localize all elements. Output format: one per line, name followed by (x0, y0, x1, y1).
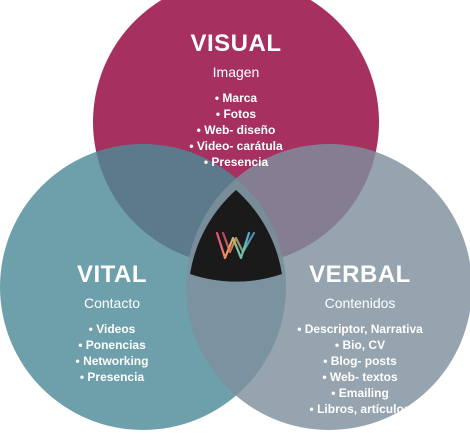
list-item: Videos (42, 321, 182, 337)
vital-title: VITAL (76, 261, 148, 288)
w-logo-icon (215, 231, 256, 260)
visual-subtitle: Imagen (212, 64, 260, 80)
list-item: Video- carátula (156, 138, 316, 154)
list-item: Networking (42, 353, 182, 369)
verbal-section: VERBAL Contenidos Descriptor, Narrativa … (270, 261, 450, 417)
verbal-title: VERBAL (309, 261, 411, 288)
visual-section: VISUAL Imagen Marca Fotos Web- diseño Vi… (156, 30, 316, 170)
verbal-list: Descriptor, Narrativa Bio, CV Blog- post… (270, 321, 450, 417)
list-item: Bio, CV (270, 337, 450, 353)
list-item: Blog- posts (270, 353, 450, 369)
vital-subtitle: Contacto (83, 295, 141, 311)
list-item: Presencia (156, 154, 316, 170)
list-item: Presencia (42, 369, 182, 385)
vital-list: Videos Ponencias Networking Presencia (42, 321, 182, 385)
list-item: Ponencias (42, 337, 182, 353)
list-item: Web- textos (270, 369, 450, 385)
vital-section: VITAL Contacto Videos Ponencias Networki… (42, 261, 182, 385)
center-intersection (190, 190, 282, 282)
list-item: Libros, artículos (270, 401, 450, 417)
list-item: Web- diseño (156, 122, 316, 138)
visual-list: Marca Fotos Web- diseño Video- carátula … (156, 90, 316, 170)
list-item: Fotos (156, 106, 316, 122)
verbal-subtitle: Contenidos (324, 295, 396, 311)
visual-title: VISUAL (190, 30, 282, 57)
list-item: Descriptor, Narrativa (270, 321, 450, 337)
list-item: Marca (156, 90, 316, 106)
list-item: Emailing (270, 385, 450, 401)
